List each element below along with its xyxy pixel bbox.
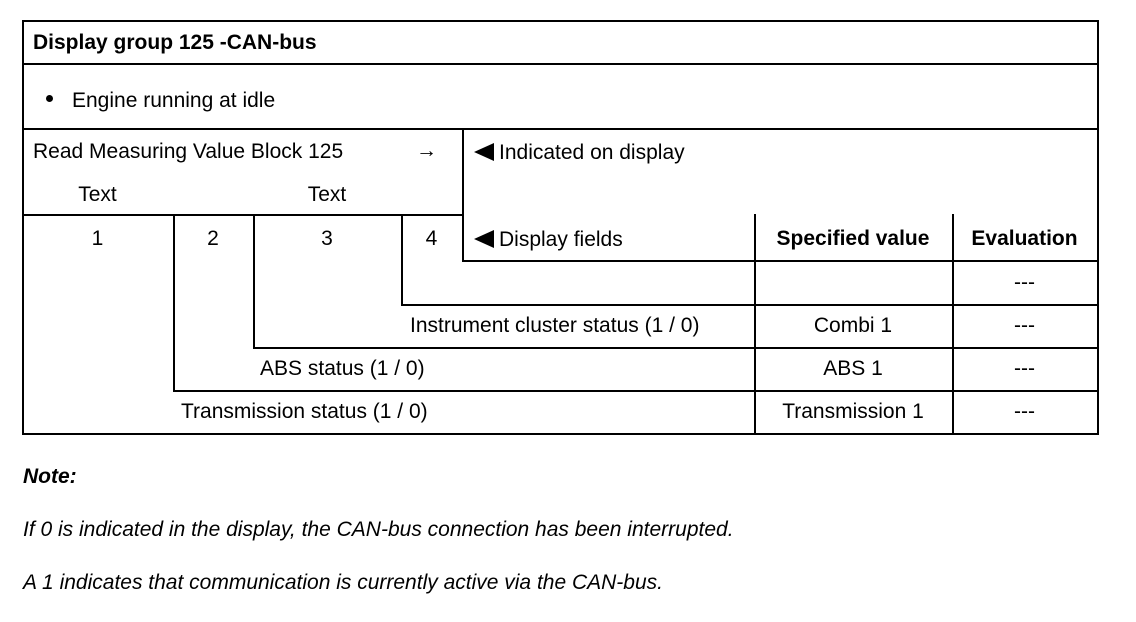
specified-column-line	[754, 214, 756, 435]
note-line-2: A 1 indicates that communication is curr…	[23, 571, 663, 594]
field-number-3: 3	[321, 227, 333, 250]
title-divider	[22, 63, 1099, 65]
display-fields-label: Display fields	[474, 228, 623, 252]
field2-column-line	[173, 214, 175, 392]
table-row-4-label: Transmission status (1 / 0)	[181, 400, 428, 423]
table-row-3-label: ABS status (1 / 0)	[260, 357, 425, 380]
table-border-top	[22, 20, 1099, 22]
table-row-4-evaluation: ---	[1014, 400, 1035, 423]
left-triangle-icon	[474, 230, 494, 248]
read-block-label: Read Measuring Value Block 125	[33, 140, 344, 163]
specified-value-header: Specified value	[776, 227, 930, 250]
field-number-4: 4	[425, 227, 438, 250]
left-triangle-icon	[474, 143, 494, 161]
field-number-1: 1	[91, 227, 104, 250]
table-title: Display group 125 -CAN-bus	[33, 31, 317, 54]
text-divider	[22, 214, 464, 216]
table-border-right	[1097, 20, 1099, 435]
note-line-1: If 0 is indicated in the display, the CA…	[23, 518, 734, 541]
field3-column-line	[253, 214, 255, 349]
table-border-bottom	[22, 433, 1099, 435]
table-row-3-specified: ABS 1	[823, 357, 883, 380]
bullet-icon	[46, 95, 53, 102]
field3-divider	[253, 347, 1099, 349]
table-row-4-specified: Transmission 1	[782, 400, 924, 423]
text-label-1: Text	[78, 183, 117, 206]
evaluation-header: Evaluation	[971, 227, 1078, 250]
table-row-1-evaluation: ---	[1014, 271, 1035, 294]
field4-column-line	[401, 214, 403, 306]
condition-text: Engine running at idle	[72, 89, 276, 112]
arrow-right-icon: →	[416, 139, 437, 162]
table-row-2-label: Instrument cluster status (1 / 0)	[410, 314, 700, 337]
text-label-2: Text	[307, 183, 347, 206]
display-column-divider	[462, 128, 464, 262]
note-heading: Note:	[23, 465, 77, 488]
field2-divider	[173, 390, 1099, 392]
indicated-on-display-label: Indicated on display	[474, 141, 685, 165]
table-row-3-evaluation: ---	[1014, 357, 1035, 380]
table-border-left	[22, 20, 24, 435]
condition-divider	[22, 128, 1099, 130]
indicated-on-display-text: Indicated on display	[499, 141, 685, 164]
header-divider	[462, 260, 1099, 262]
field4-divider	[401, 304, 1099, 306]
evaluation-column-line	[952, 214, 954, 435]
field-number-2: 2	[207, 227, 219, 250]
table-row-2-specified: Combi 1	[813, 314, 893, 337]
display-fields-text: Display fields	[499, 228, 623, 251]
table-row-2-evaluation: ---	[1014, 314, 1035, 337]
